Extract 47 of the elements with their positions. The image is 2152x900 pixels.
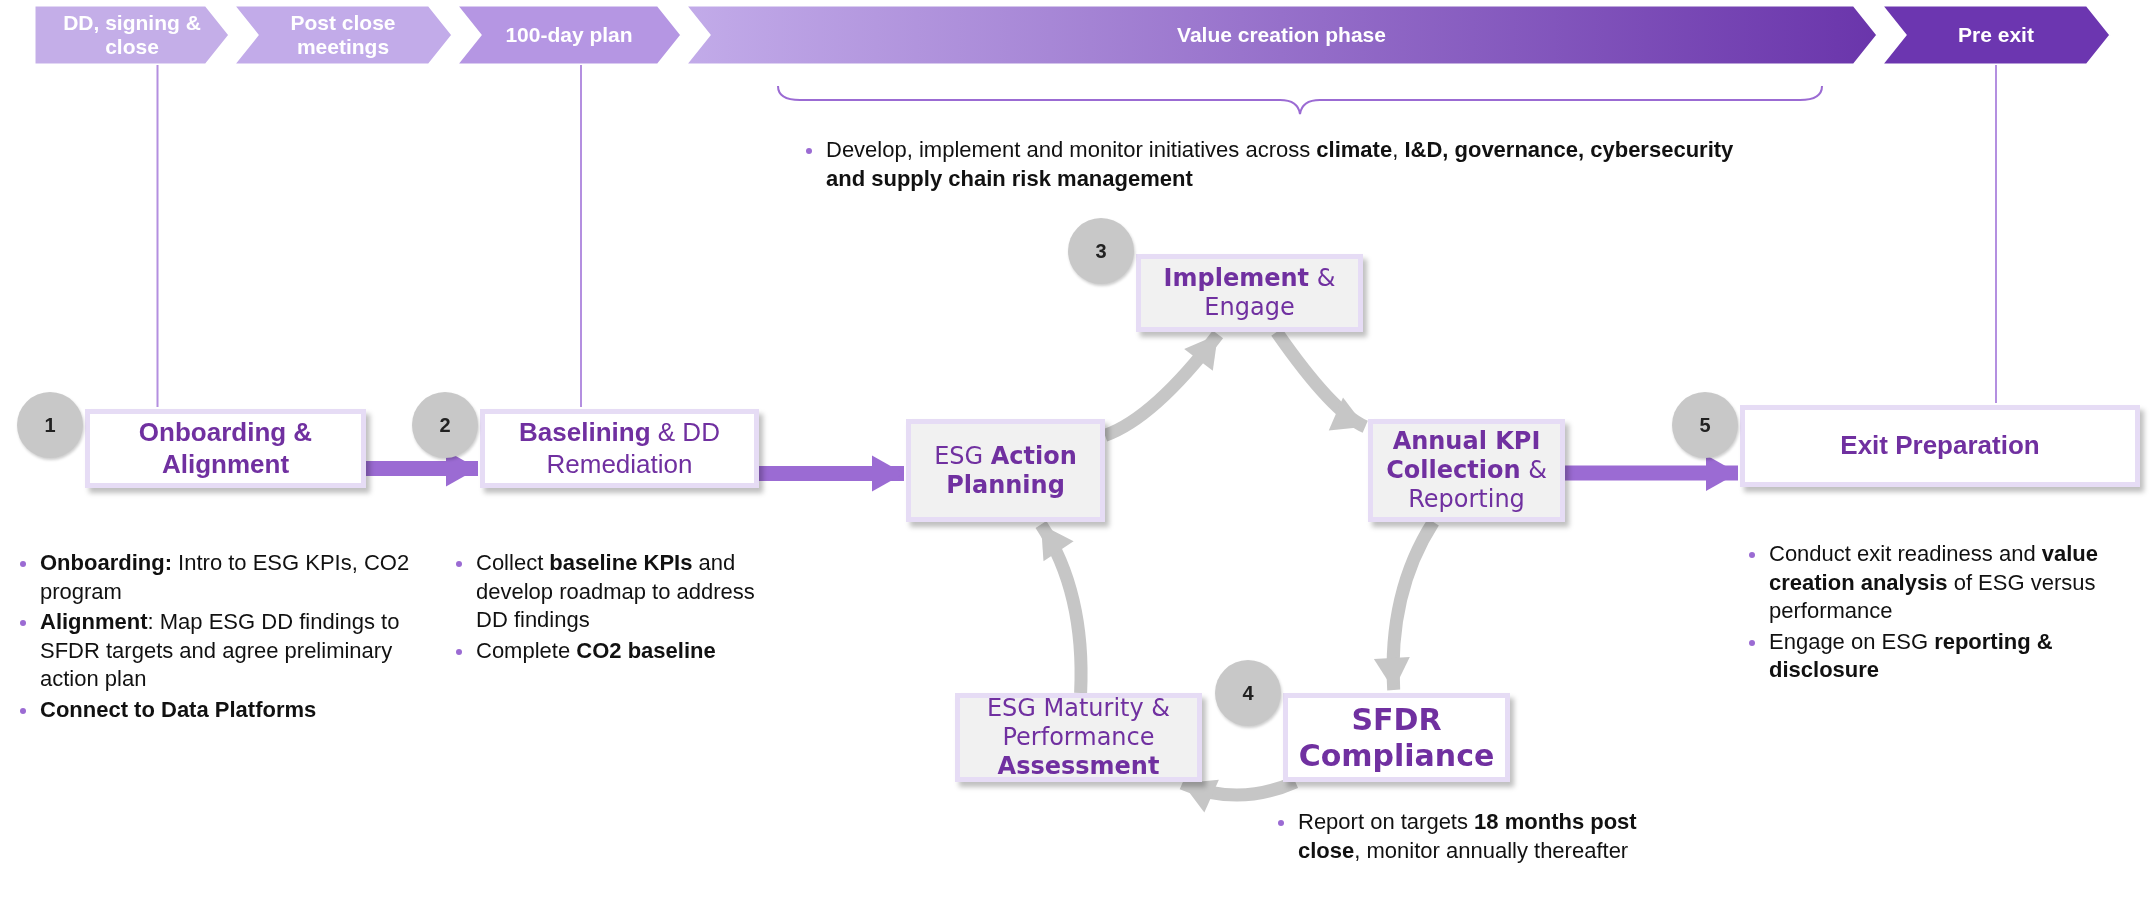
bullet-text: Engage on ESG reporting & disclosure xyxy=(1769,627,2054,685)
process-box xyxy=(955,693,1202,782)
bullet-text: Onboarding: Intro to ESG KPIs, CO2 program xyxy=(40,549,411,606)
process-box xyxy=(480,409,759,488)
process-label: Implement & Engage xyxy=(1162,264,1337,322)
process-label: ESG Action Planning xyxy=(933,441,1078,500)
process-label: Baselining & DD Remediation xyxy=(518,417,721,480)
bullet-text: Collect baseline KPIs and develop roadmap to address DD findings xyxy=(476,549,756,635)
process-label: SFDR Compliance xyxy=(1297,701,1496,774)
phase-band xyxy=(685,5,1878,65)
process-label: Onboarding & Alignment xyxy=(137,417,314,480)
step-number-circle xyxy=(17,392,83,458)
process-box xyxy=(1740,405,2140,487)
step-number-circle xyxy=(412,392,478,458)
process-label: Annual KPI Collection & Reporting xyxy=(1385,427,1548,514)
phase-label: Pre exit xyxy=(1958,22,2034,48)
step-number-circle xyxy=(1672,392,1738,458)
step-number-circle xyxy=(1068,218,1134,284)
bullet-text: Report on targets 18 months post close, monitor annually thereafter xyxy=(1298,808,1638,865)
phase-label: DD, signing & close xyxy=(62,10,202,60)
process-box xyxy=(906,419,1105,522)
phase-label: Post close meetings xyxy=(289,10,397,60)
process-box xyxy=(1136,254,1363,332)
process-box xyxy=(1368,419,1565,522)
arrow xyxy=(1035,521,1088,694)
step-number: 2 xyxy=(439,413,451,437)
phase-label: 100-day plan xyxy=(505,22,633,48)
arrow xyxy=(1565,455,1738,491)
process-label: ESG Maturity & Performance Assessment xyxy=(985,694,1172,781)
phase-band xyxy=(233,5,453,65)
phase-band xyxy=(456,5,682,65)
phase-band xyxy=(34,5,230,65)
phase-label: Value creation phase xyxy=(1177,22,1386,48)
note-text: Develop, implement and monitor initiatives across climate, I&D, governance, cybersecurity and supply chain risk management xyxy=(826,136,1735,193)
process-box xyxy=(85,409,366,488)
bullet-text: Alignment: Map ESG DD findings to SFDR targets and agree preliminary action plan xyxy=(40,608,401,694)
process-label: Exit Preparation xyxy=(1840,430,2040,462)
arrow xyxy=(759,455,904,492)
step-number-circle xyxy=(1215,660,1281,726)
bullet-text: Complete CO2 baseline xyxy=(476,636,717,665)
phase-band xyxy=(1881,5,2111,65)
step-number: 1 xyxy=(44,413,56,437)
step-number: 5 xyxy=(1699,413,1711,437)
step-number: 3 xyxy=(1095,239,1107,263)
step-number: 4 xyxy=(1242,681,1254,705)
process-box xyxy=(1283,693,1510,782)
bullet-text: Connect to Data Platforms xyxy=(40,695,318,724)
